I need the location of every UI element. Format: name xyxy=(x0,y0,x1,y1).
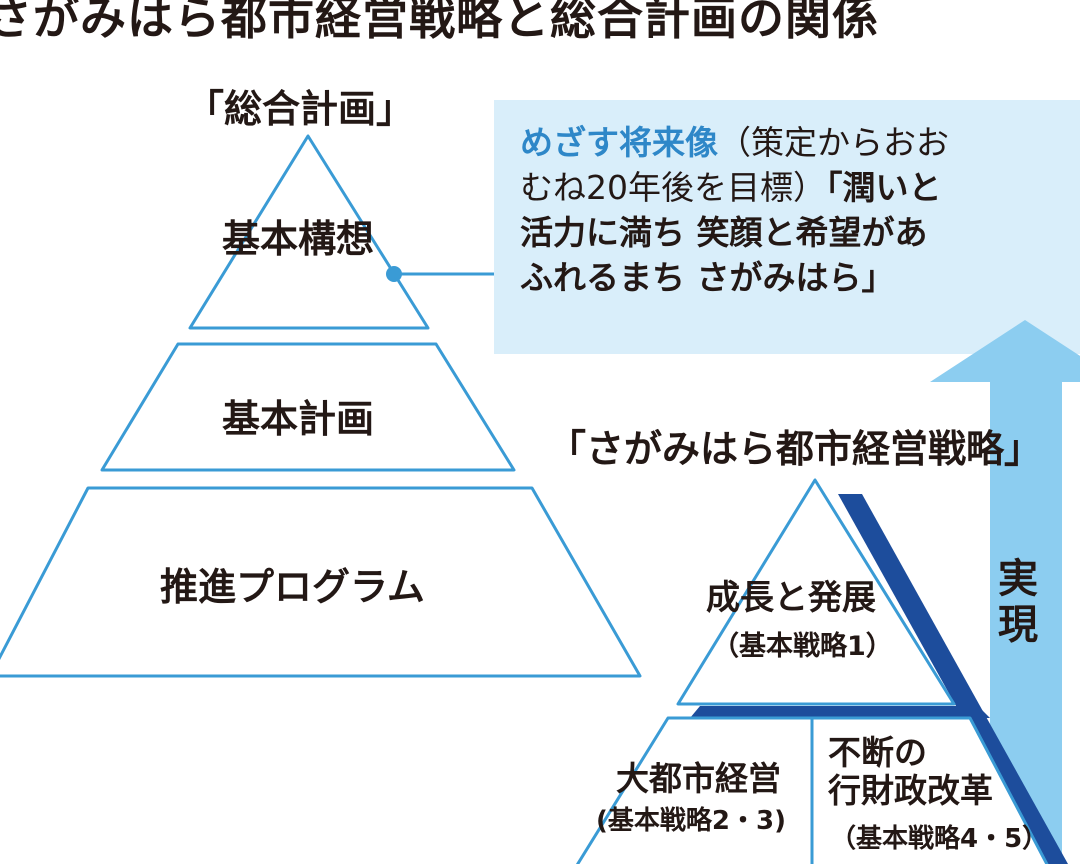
strategy-top-sub: （基本戦略1） xyxy=(712,631,893,662)
strategy-right-name-line1: 不断の xyxy=(828,733,927,772)
strategy-top-name: 成長と発展 xyxy=(706,578,876,618)
vision-line2-normal: むね20年後を目標） xyxy=(520,168,826,207)
strategy-bottom-left xyxy=(575,716,814,864)
vision-line-2: むね20年後を目標）「潤いと xyxy=(520,165,1080,210)
strategy-dark-band-right xyxy=(838,494,1068,864)
pyramid-kihon-koso xyxy=(188,134,430,330)
realization-arrow xyxy=(930,320,1080,864)
vision-text: めざす将来像（策定からおお むね20年後を目標）「潤いと 活力に満ち 笑顔と希望… xyxy=(520,120,1080,300)
diagram-title: さがみはら都市経営戦略と総合計画の関係 xyxy=(0,0,879,45)
vision-line-3: 活力に満ち 笑顔と希望があ xyxy=(520,213,928,252)
strategy-top-triangle xyxy=(676,478,956,706)
level-kihon-koso: 基本構想 xyxy=(222,217,375,261)
strategy-left-sub: (基本戦略2・3) xyxy=(596,806,786,836)
vision-lead: めざす将来像 xyxy=(520,123,718,162)
strategy-right-name: 不断の 行財政改革 xyxy=(828,734,993,810)
strategy-label: 「さがみはら都市経営戦略」 xyxy=(548,427,1043,471)
level-suishin-program: 推進プログラム xyxy=(160,565,425,609)
plan-label: 「総合計画」 xyxy=(186,87,415,131)
strategy-bottom-right xyxy=(810,716,1049,864)
realization-label: 実現 xyxy=(998,556,1038,648)
strategy-right-sub: （基本戦略4・5） xyxy=(830,824,1049,854)
vision-line2-strong: 「潤いと xyxy=(826,168,942,207)
vision-line1-rest: （策定からおお xyxy=(718,123,949,162)
strategy-dark-band-bottom xyxy=(690,706,990,718)
pyramid-suishin xyxy=(0,486,642,678)
level-kihon-keikaku: 基本計画 xyxy=(222,397,375,441)
vision-line-4: ふれるまち さがみはら」 xyxy=(520,258,895,297)
pyramid-kihon-keikaku xyxy=(100,342,516,472)
strategy-left-name: 大都市経営 xyxy=(616,759,781,798)
strategy-right-name-line2: 行財政改革 xyxy=(828,771,993,810)
vision-box xyxy=(494,100,1080,354)
vision-line-1: めざす将来像（策定からおお xyxy=(520,120,1080,165)
